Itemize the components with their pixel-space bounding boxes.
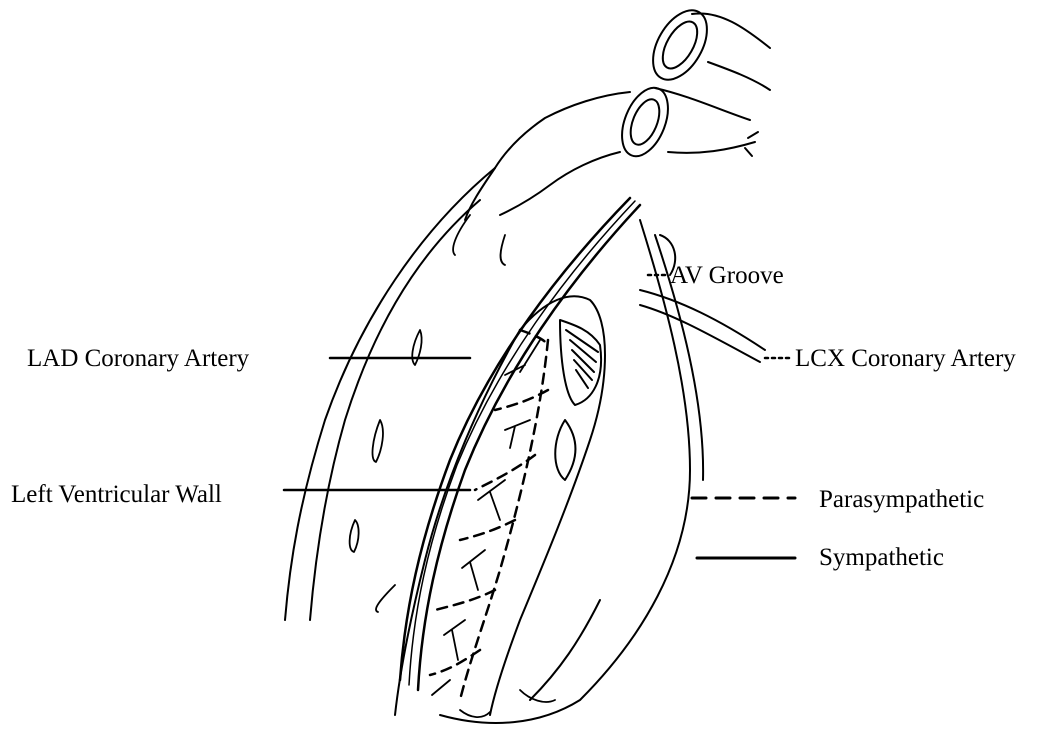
surface-markings [350, 215, 555, 717]
legend-swatches [692, 498, 795, 558]
lcx-artery [640, 235, 765, 362]
legend-parasympathetic-label: Parasympathetic [819, 487, 984, 512]
aortic-root [465, 92, 630, 220]
lad-artery [400, 198, 640, 690]
lcx-coronary-artery-label: LCX Coronary Artery [795, 346, 1016, 371]
heart-outline [285, 168, 703, 723]
parasympathetic-nerves [430, 330, 548, 700]
lad-coronary-artery-label: LAD Coronary Artery [27, 346, 249, 371]
legend-sympathetic-label: Sympathetic [819, 545, 944, 570]
great-vessels [613, 1, 770, 163]
left-ventricular-wall-label: Left Ventricular Wall [11, 482, 222, 507]
av-groove-label: AV Groove [670, 263, 784, 288]
